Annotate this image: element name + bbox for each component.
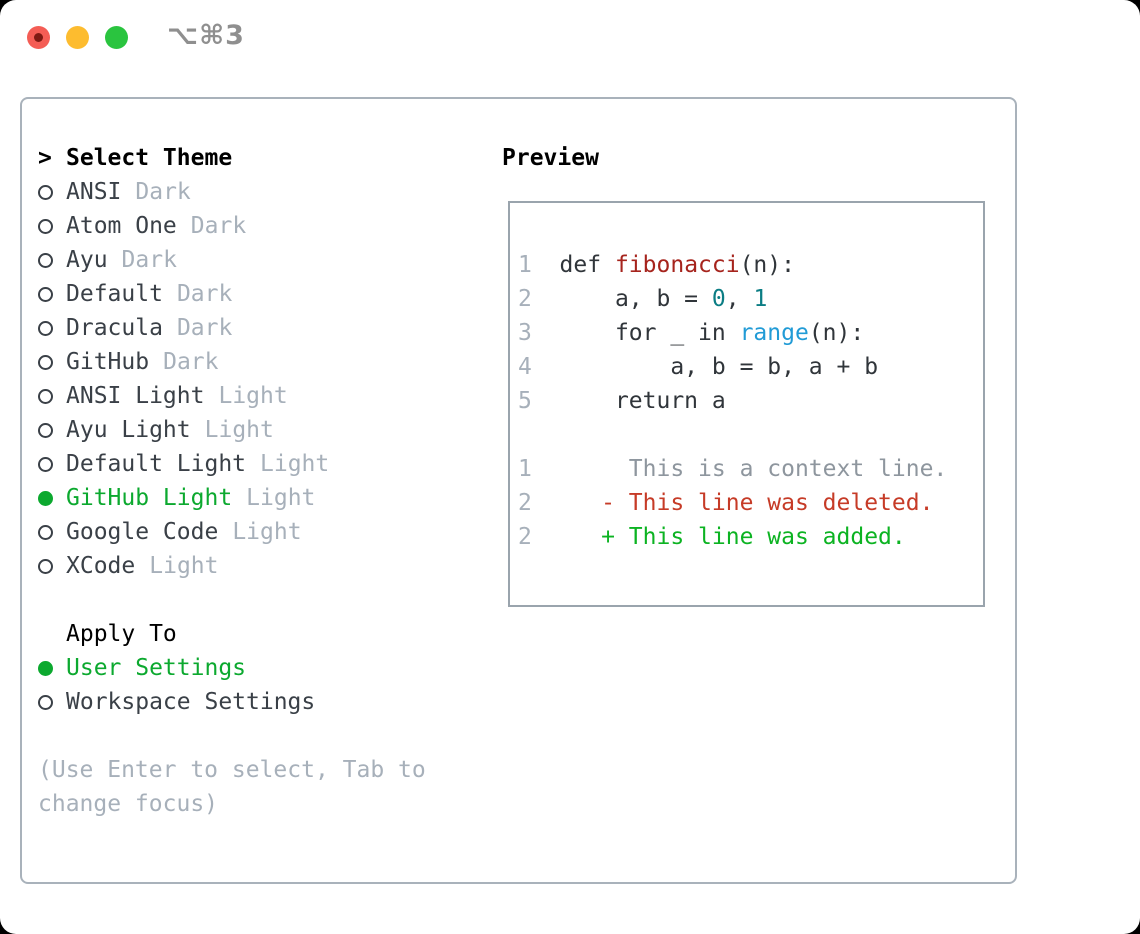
diff-context-line: 1 This is a context line. [518,456,948,482]
radio-icon [38,218,53,234]
radio-icon [38,184,53,200]
function-name-token: fibonacci [614,252,740,278]
diff-added-line: 2 + This line was added. [518,524,906,550]
theme-option-default-dark[interactable]: Default Dark [38,277,426,311]
apply-to-header-row: Apply To [38,617,426,651]
close-button[interactable] [27,26,50,49]
code-line-5: 5 return a [518,388,726,414]
theme-variant: Dark [190,213,247,239]
theme-option-ansi-light[interactable]: ANSI Light Light [38,379,426,413]
theme-name: Dracula [66,315,163,341]
radio-icon [38,694,53,710]
theme-variant: Dark [176,281,233,307]
select-theme-header-row: > Select Theme [38,141,426,175]
theme-variant: Light [260,451,330,477]
theme-name: GitHub [66,349,150,375]
theme-name: XCode [66,553,136,579]
theme-name: Google Code [66,519,219,545]
apply-option-user-settings[interactable]: User Settings [38,651,426,685]
radio-icon [38,388,53,404]
preview-code-box: 1 def fibonacci(n): 2 a, b = 0, 1 3 for … [508,201,985,607]
theme-name: Default [66,281,163,307]
number-token: 0 [711,286,726,312]
line-number: 5 [518,388,532,414]
theme-variant: Light [246,485,316,511]
code-line-3: 3 for _ in range(n): [518,320,865,346]
window-title: ⌥⌘3 [167,20,245,51]
focus-caret-icon: > [38,145,52,171]
line-number: 4 [518,354,532,380]
theme-name: Ayu [66,247,108,273]
number-token: 1 [753,286,768,312]
theme-variant: Light [218,383,288,409]
line-number: 2 [518,490,532,516]
radio-icon [38,558,53,574]
minimize-button[interactable] [66,26,89,49]
zoom-button[interactable] [105,26,128,49]
apply-option-workspace-settings[interactable]: Workspace Settings [38,685,426,719]
line-number: 1 [518,456,532,482]
titlebar: ⌥⌘3 [0,0,1140,74]
theme-option-github-dark[interactable]: GitHub Dark [38,345,426,379]
theme-option-ayu-dark[interactable]: Ayu Dark [38,243,426,277]
radio-selected-icon [38,490,53,506]
help-text-line1: (Use Enter to select, Tab to [38,757,426,783]
radio-icon [38,286,53,302]
radio-icon [38,320,53,336]
radio-icon [38,422,53,438]
line-number: 1 [518,252,532,278]
help-text-line2: change focus) [38,791,219,817]
theme-variant: Light [232,519,302,545]
theme-option-xcode-light[interactable]: XCode Light [38,549,426,583]
theme-option-ansi-dark[interactable]: ANSI Dark [38,175,426,209]
line-number: 3 [518,320,532,346]
code-line-4: 4 a, b = b, a + b [518,354,879,380]
theme-option-default-light[interactable]: Default Light Light [38,447,426,481]
theme-name: Atom One [66,213,177,239]
theme-name: ANSI Light [66,383,205,409]
builtin-token: range [739,320,809,346]
line-number: 2 [518,286,532,312]
theme-option-dracula-dark[interactable]: Dracula Dark [38,311,426,345]
radio-icon [38,524,53,540]
theme-variant: Light [204,417,274,443]
theme-variant: Dark [135,179,191,205]
code-line-1: 1 def fibonacci(n): [518,252,795,278]
theme-variant: Dark [163,349,219,375]
radio-icon [38,456,53,472]
theme-name: Ayu Light [66,417,191,443]
theme-option-ayu-light[interactable]: Ayu Light Light [38,413,426,447]
radio-icon [38,354,53,370]
theme-name: ANSI [66,179,122,205]
theme-picker-panel: > Select Theme ANSI Dark Atom One Dark A… [20,97,1017,884]
line-number: 2 [518,524,532,550]
diff-deleted-line: 2 - This line was deleted. [518,490,934,516]
apply-option-label: Workspace Settings [66,689,316,715]
radio-selected-icon [38,660,53,676]
theme-option-atom-one-dark[interactable]: Atom One Dark [38,209,426,243]
code-line-2: 2 a, b = 0, 1 [518,286,768,312]
theme-variant: Dark [176,315,233,341]
select-theme-header: Select Theme [66,145,233,171]
theme-variant: Light [149,553,219,579]
apply-to-header: Apply To [66,621,177,647]
theme-variant: Dark [121,247,177,273]
preview-header: Preview [502,145,599,171]
theme-name: Default Light [66,451,247,477]
apply-option-label: User Settings [66,655,247,681]
radio-icon [38,252,53,268]
theme-option-github-light[interactable]: GitHub Light Light [38,481,426,515]
theme-list-column: > Select Theme ANSI Dark Atom One Dark A… [38,141,426,821]
theme-name: GitHub Light [66,485,233,511]
theme-option-google-code-light[interactable]: Google Code Light [38,515,426,549]
